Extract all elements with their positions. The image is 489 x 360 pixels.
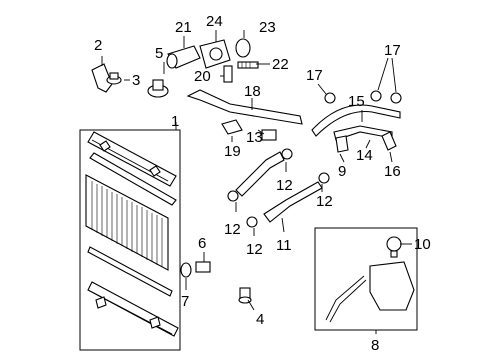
callout-4: 4	[256, 311, 264, 328]
mounting-bolt	[237, 61, 259, 69]
callout-16: 16	[384, 163, 401, 180]
callout-17-right: 17	[384, 42, 401, 59]
callout-8: 8	[371, 337, 379, 354]
pipe-gasket	[221, 119, 243, 135]
bypass-pipe	[186, 89, 303, 125]
water-outlet	[199, 39, 231, 69]
callout-20: 20	[194, 68, 211, 85]
callout-1: 1	[171, 113, 179, 130]
mounting-stud	[223, 65, 233, 83]
callout-17-left: 17	[306, 67, 323, 84]
o-ring	[180, 262, 192, 278]
drain-plug	[238, 287, 252, 304]
hose-joint	[261, 129, 277, 141]
callout-11: 11	[276, 237, 292, 254]
hose-clamp-a	[281, 148, 293, 160]
upper-insulator	[147, 79, 169, 98]
clip-right-b	[390, 92, 402, 104]
reserve-tank	[325, 261, 415, 323]
callout-10: 10	[414, 236, 431, 253]
radiator-assembly	[85, 131, 179, 337]
callout-22: 22	[272, 56, 289, 73]
reserve-tank-cap	[386, 236, 402, 258]
callout-12-upper: 12	[276, 177, 293, 194]
hose-clamp-d	[246, 216, 258, 228]
hose-clamp-c	[318, 172, 330, 184]
callout-18: 18	[244, 83, 261, 100]
callout-12-right: 12	[316, 193, 333, 210]
clip-right-a	[370, 90, 382, 102]
mount-cushion	[106, 72, 122, 85]
callout-13: 13	[246, 129, 263, 146]
callout-7: 7	[181, 293, 189, 310]
clip-left	[324, 92, 336, 104]
hose-clamp-b	[227, 190, 239, 202]
drain-cock	[195, 261, 211, 273]
thermostat-gasket	[235, 38, 251, 58]
callout-3: 3	[132, 72, 140, 89]
upper-radiator-hose	[235, 151, 285, 197]
callout-21: 21	[175, 19, 192, 36]
callout-5: 5	[155, 45, 163, 62]
callout-12-lower: 12	[246, 241, 263, 258]
callout-15: 15	[348, 93, 365, 110]
callout-14: 14	[356, 147, 373, 164]
lower-radiator-hose	[263, 181, 323, 223]
heater-hose	[311, 104, 401, 137]
hose-bracket	[381, 131, 397, 151]
radiator-core-fins	[91, 181, 163, 267]
callout-9: 9	[338, 163, 346, 180]
callout-24: 24	[206, 13, 223, 30]
hose-clamp	[335, 135, 349, 153]
reserve-tank-assembly-box	[314, 227, 418, 331]
callout-6: 6	[198, 235, 206, 252]
thermostat-housing	[166, 45, 201, 69]
callout-23: 23	[259, 19, 276, 36]
callout-12-left: 12	[224, 221, 241, 238]
callout-19: 19	[224, 143, 241, 160]
callout-2: 2	[94, 37, 102, 54]
radiator-assembly-box	[79, 129, 181, 351]
